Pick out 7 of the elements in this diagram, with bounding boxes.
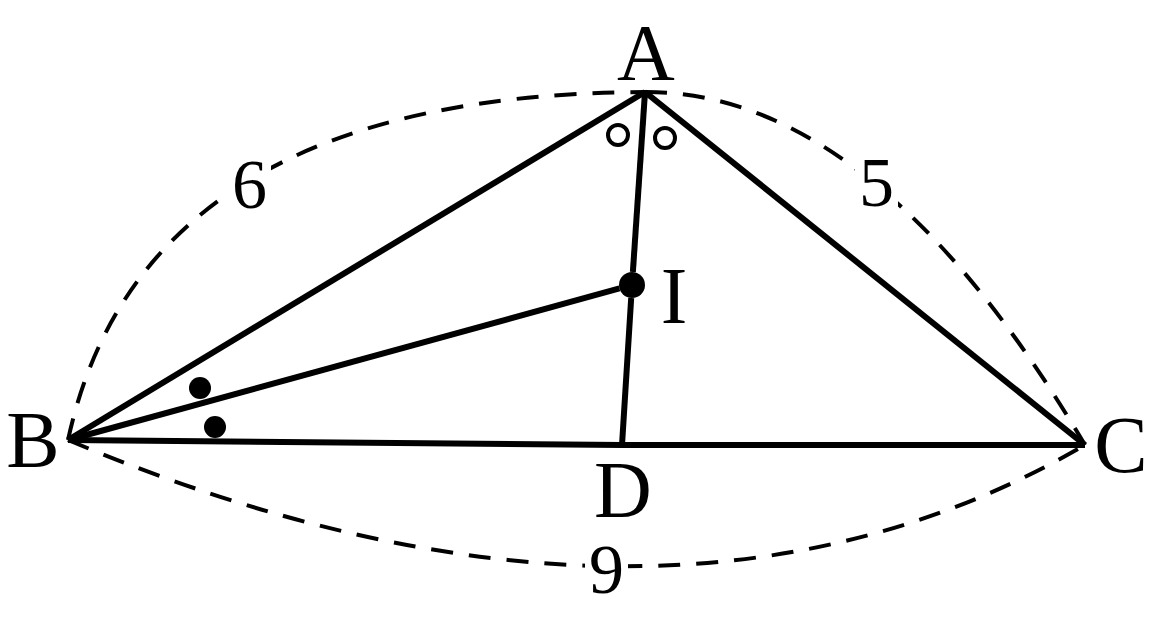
point-label: C: [1087, 405, 1155, 485]
point-label: B: [0, 402, 66, 478]
line-segment: [67, 437, 623, 448]
point-label: A: [612, 14, 680, 92]
line-segment: [622, 442, 1085, 448]
point-label: I: [659, 256, 689, 336]
point-label: D: [588, 450, 658, 530]
